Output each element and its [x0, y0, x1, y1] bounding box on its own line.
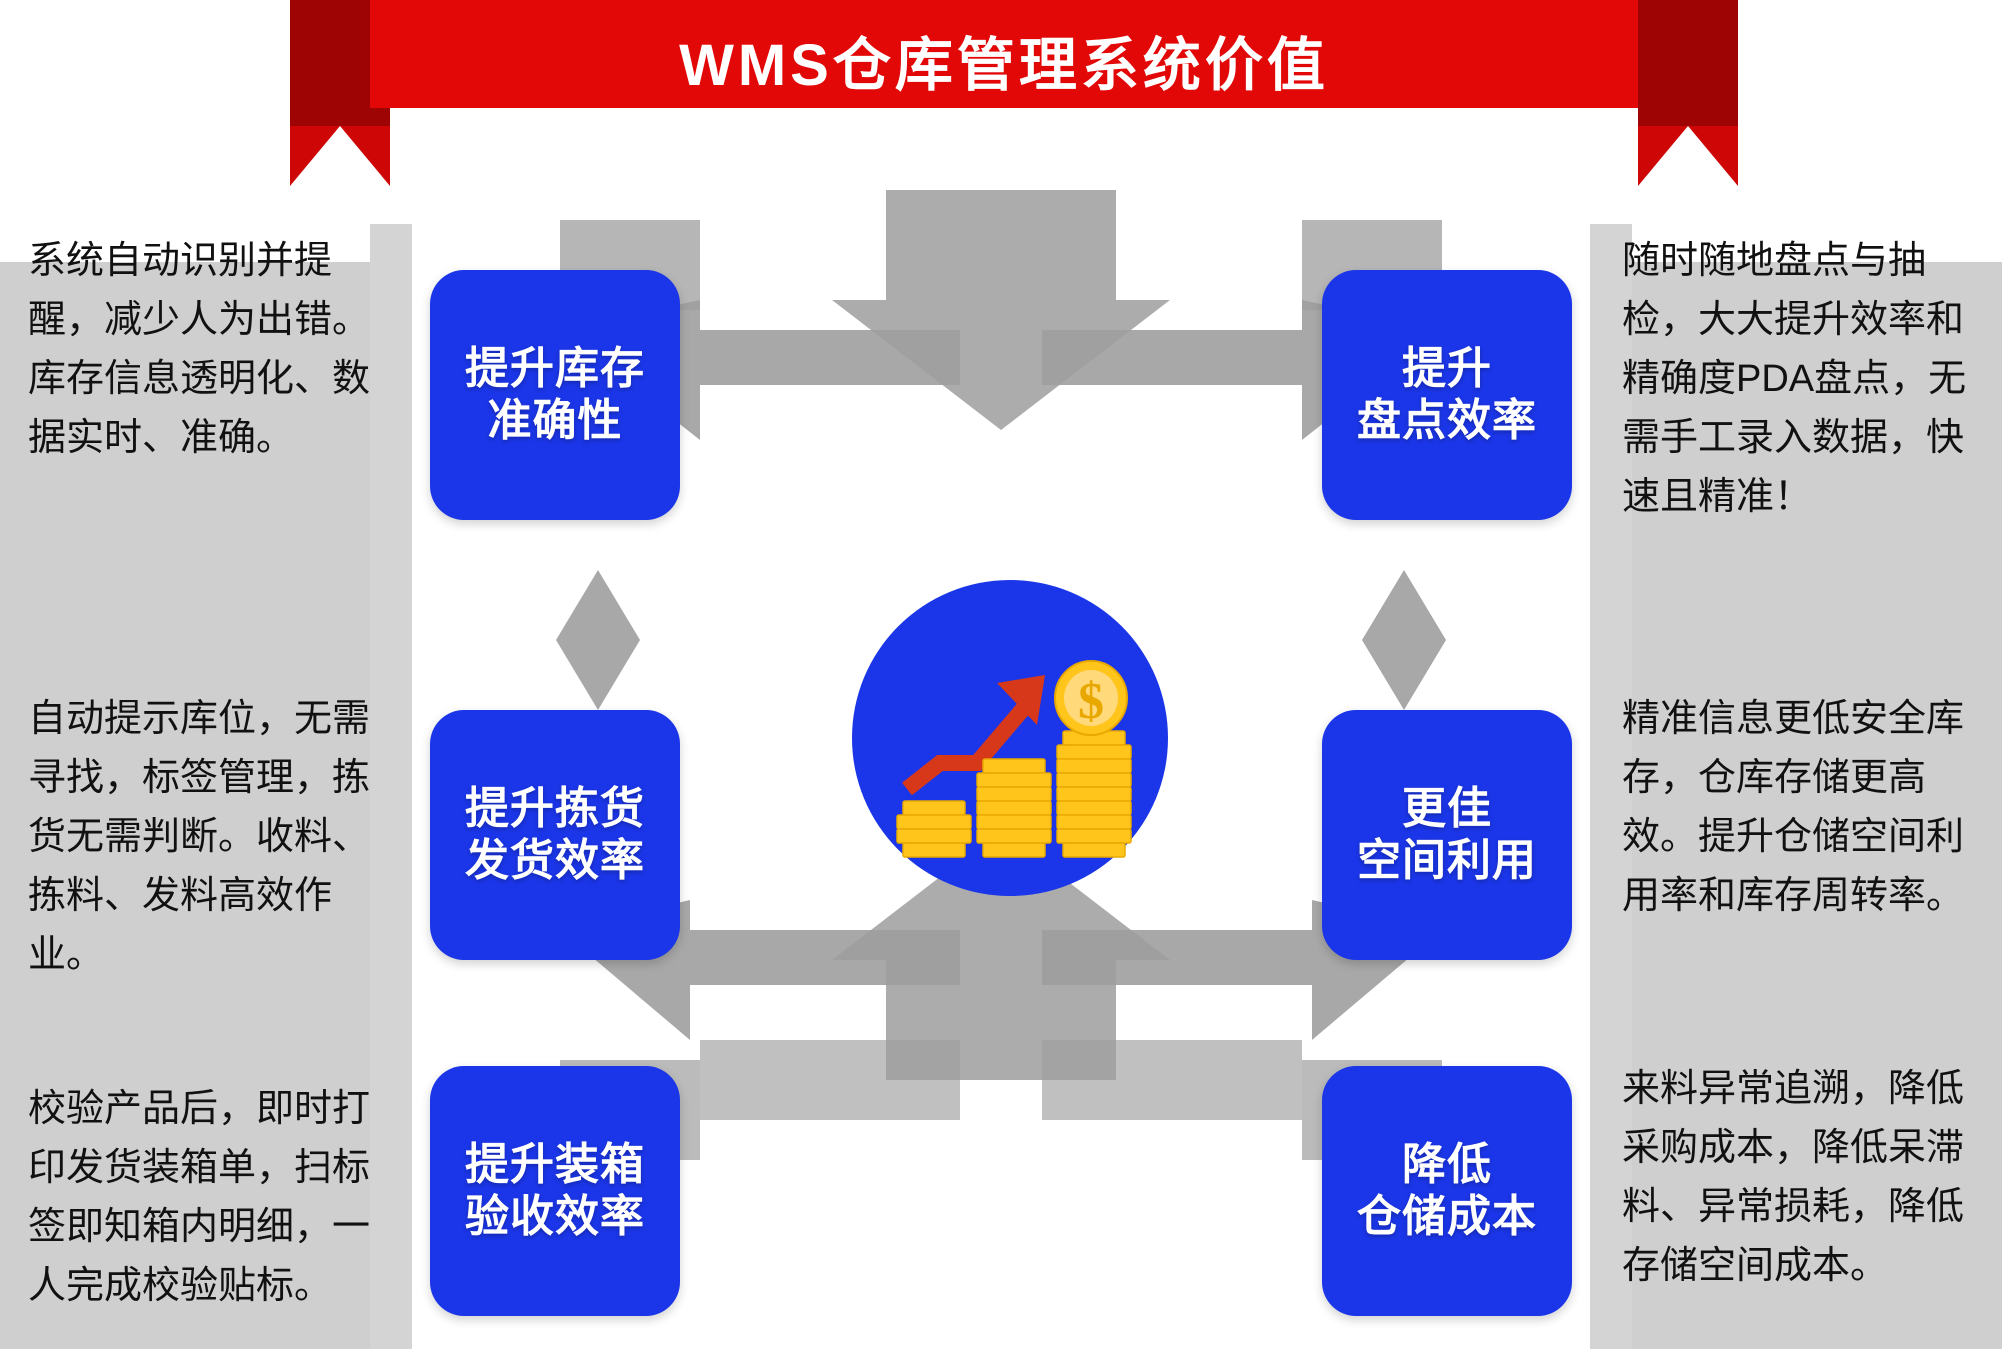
left-backdrop-panel	[0, 262, 405, 1349]
right-divider-strip	[1590, 224, 1632, 1349]
center-circle: $	[852, 580, 1168, 896]
dollar-coin-icon: $	[1054, 660, 1128, 736]
card-label: 提升装箱 验收效率	[465, 1140, 645, 1241]
coins-growth-icon: $	[896, 660, 1132, 858]
card-picking-shipping-efficiency[interactable]: 提升拣货 发货效率	[430, 710, 680, 960]
description-inventory-accuracy: 系统自动识别并提醒，减少人为出错。库存信息透明化、数据实时、准确。	[28, 240, 371, 459]
ribbon-fold-right	[1638, 0, 1738, 126]
description-space-utilization: 精准信息更低安全库存，仓库存储更高效。提升仓储空间利用率和库存周转率。	[1622, 698, 1965, 917]
card-storage-cost-reduction[interactable]: 降低 仓储成本	[1322, 1066, 1572, 1316]
card-stocktake-efficiency[interactable]: 提升 盘点效率	[1322, 270, 1572, 520]
card-space-utilization[interactable]: 更佳 空间利用	[1322, 710, 1572, 960]
card-label: 提升拣货 发货效率	[465, 784, 645, 885]
card-label: 降低 仓储成本	[1357, 1140, 1537, 1241]
coin-stack-medium	[976, 758, 1052, 858]
card-label: 提升 盘点效率	[1357, 344, 1537, 445]
coin-stack-tall	[1056, 730, 1132, 858]
banner-ribbon: WMS仓库管理系统价值	[370, 0, 1638, 108]
left-divider-strip	[370, 224, 412, 1349]
card-packing-receiving-efficiency[interactable]: 提升装箱 验收效率	[430, 1066, 680, 1316]
description-packing-receiving: 校验产品后，即时打印发货装箱单，扫标签即知箱内明细，一人完成校验贴标。	[28, 1088, 371, 1307]
right-backdrop-panel	[1597, 262, 2002, 1349]
card-inventory-accuracy[interactable]: 提升库存 准确性	[430, 270, 680, 520]
description-storage-cost-reduction: 来料异常追溯，降低采购成本，降低呆滞料、异常损耗，降低存储空间成本。	[1622, 1068, 1965, 1287]
description-picking-shipping: 自动提示库位，无需寻找，标签管理，拣货无需判断。收料、拣料、发料高效作业。	[28, 698, 371, 976]
ribbon-point-right	[1638, 126, 1738, 186]
ribbon-tail-right	[1638, 0, 1738, 186]
card-label: 更佳 空间利用	[1357, 784, 1537, 885]
description-stocktake-efficiency: 随时随地盘点与抽检，大大提升效率和精确度PDA盘点，无需手工录入数据，快速且精准…	[1622, 240, 1967, 518]
growth-arrow-icon	[902, 675, 1045, 796]
coin-stack-small	[896, 800, 972, 858]
page-title: WMS仓库管理系统价值	[679, 33, 1329, 98]
card-label: 提升库存 准确性	[465, 344, 645, 445]
dollar-symbol: $	[1078, 673, 1104, 730]
ribbon-point-left	[290, 126, 390, 186]
